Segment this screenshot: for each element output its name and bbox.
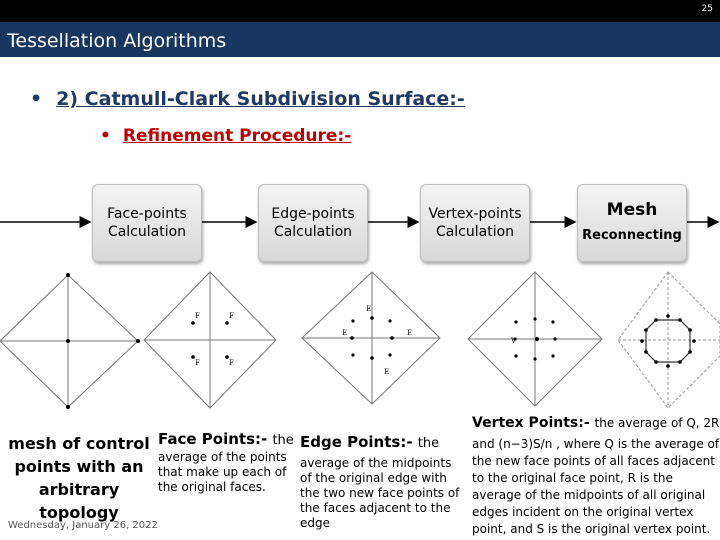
step-line2: Calculation — [273, 224, 353, 240]
step-line1: Face-points — [107, 206, 187, 222]
caption-edge-body: average of the midpoints of the original… — [300, 456, 460, 530]
face-label: F — [195, 312, 200, 320]
caption-edge-title-text: Edge Points:- — [300, 433, 413, 451]
step-line1: Mesh — [606, 200, 658, 220]
face-label: F — [229, 359, 234, 367]
caption-vertex-title: Vertex Points:- the average of Q, 2R — [472, 416, 719, 431]
page-number: 25 — [701, 4, 713, 14]
caption-face-body: average of the points that make up each … — [158, 450, 287, 494]
step-vertex-points: Vertex-points Calculation — [420, 184, 530, 262]
reconnected-dots — [640, 314, 696, 368]
bullet-text: 2) Catmull-Clark Subdivision Surface:- — [56, 88, 465, 110]
step-mesh-reconnecting: Mesh Reconnecting — [577, 184, 687, 262]
caption-edge-title: Edge Points:- the — [300, 433, 440, 452]
caption-face-first: the — [272, 433, 294, 448]
top-bar — [0, 0, 720, 22]
step-line1: Vertex-points — [428, 206, 522, 222]
title-bar — [0, 22, 720, 57]
caption-face-title-text: Face Points:- — [158, 430, 268, 448]
edge-label: E — [366, 305, 371, 313]
vertex-label: V — [510, 337, 517, 345]
caption-mesh: mesh of control points with an arbitrary… — [8, 434, 150, 522]
caption-vertex-title-text: Vertex Points:- — [472, 415, 590, 431]
step-line1: Edge-points — [271, 206, 355, 222]
face-point-dots — [191, 321, 229, 359]
vertex-point-dots — [513, 317, 557, 361]
face-label: F — [229, 312, 234, 320]
step-line2: Calculation — [435, 224, 515, 240]
step-line2: Reconnecting — [582, 228, 682, 243]
bullet-refinement: • Refinement Procedure:- — [100, 126, 351, 146]
caption-face-title: Face Points:- the — [158, 430, 294, 449]
step-edge-points: Edge-points Calculation — [258, 184, 368, 262]
caption-vertex-title-rest: the average of Q, 2R — [594, 416, 720, 430]
bullet-dot: • — [30, 88, 43, 110]
bullet-catmull-clark: • 2) Catmull-Clark Subdivision Surface:- — [30, 88, 465, 110]
step-face-points: Face-points Calculation — [92, 184, 202, 262]
bullet-dot: • — [100, 126, 111, 146]
diagram-face-points — [143, 271, 277, 409]
slide-title: Tessellation Algorithms — [7, 30, 227, 52]
bullet-text: Refinement Procedure:- — [122, 126, 352, 146]
caption-edge-first: the — [417, 436, 440, 451]
edge-label: E — [384, 368, 389, 376]
caption-vertex-body: and (n−3)S/n , where Q is the average of… — [472, 437, 720, 536]
diagram-reconnected-mesh — [617, 271, 720, 409]
reconnected-polygon — [645, 319, 691, 363]
step-line2: Calculation — [107, 224, 187, 240]
control-points — [66, 273, 140, 409]
edge-point-dots — [350, 316, 394, 360]
edge-label: E — [342, 329, 347, 337]
face-label: F — [195, 359, 200, 367]
diagram-edge-points — [301, 271, 441, 405]
slide-date: Wednesday, January 26, 2022 — [8, 520, 158, 531]
edge-label: E — [407, 329, 412, 337]
